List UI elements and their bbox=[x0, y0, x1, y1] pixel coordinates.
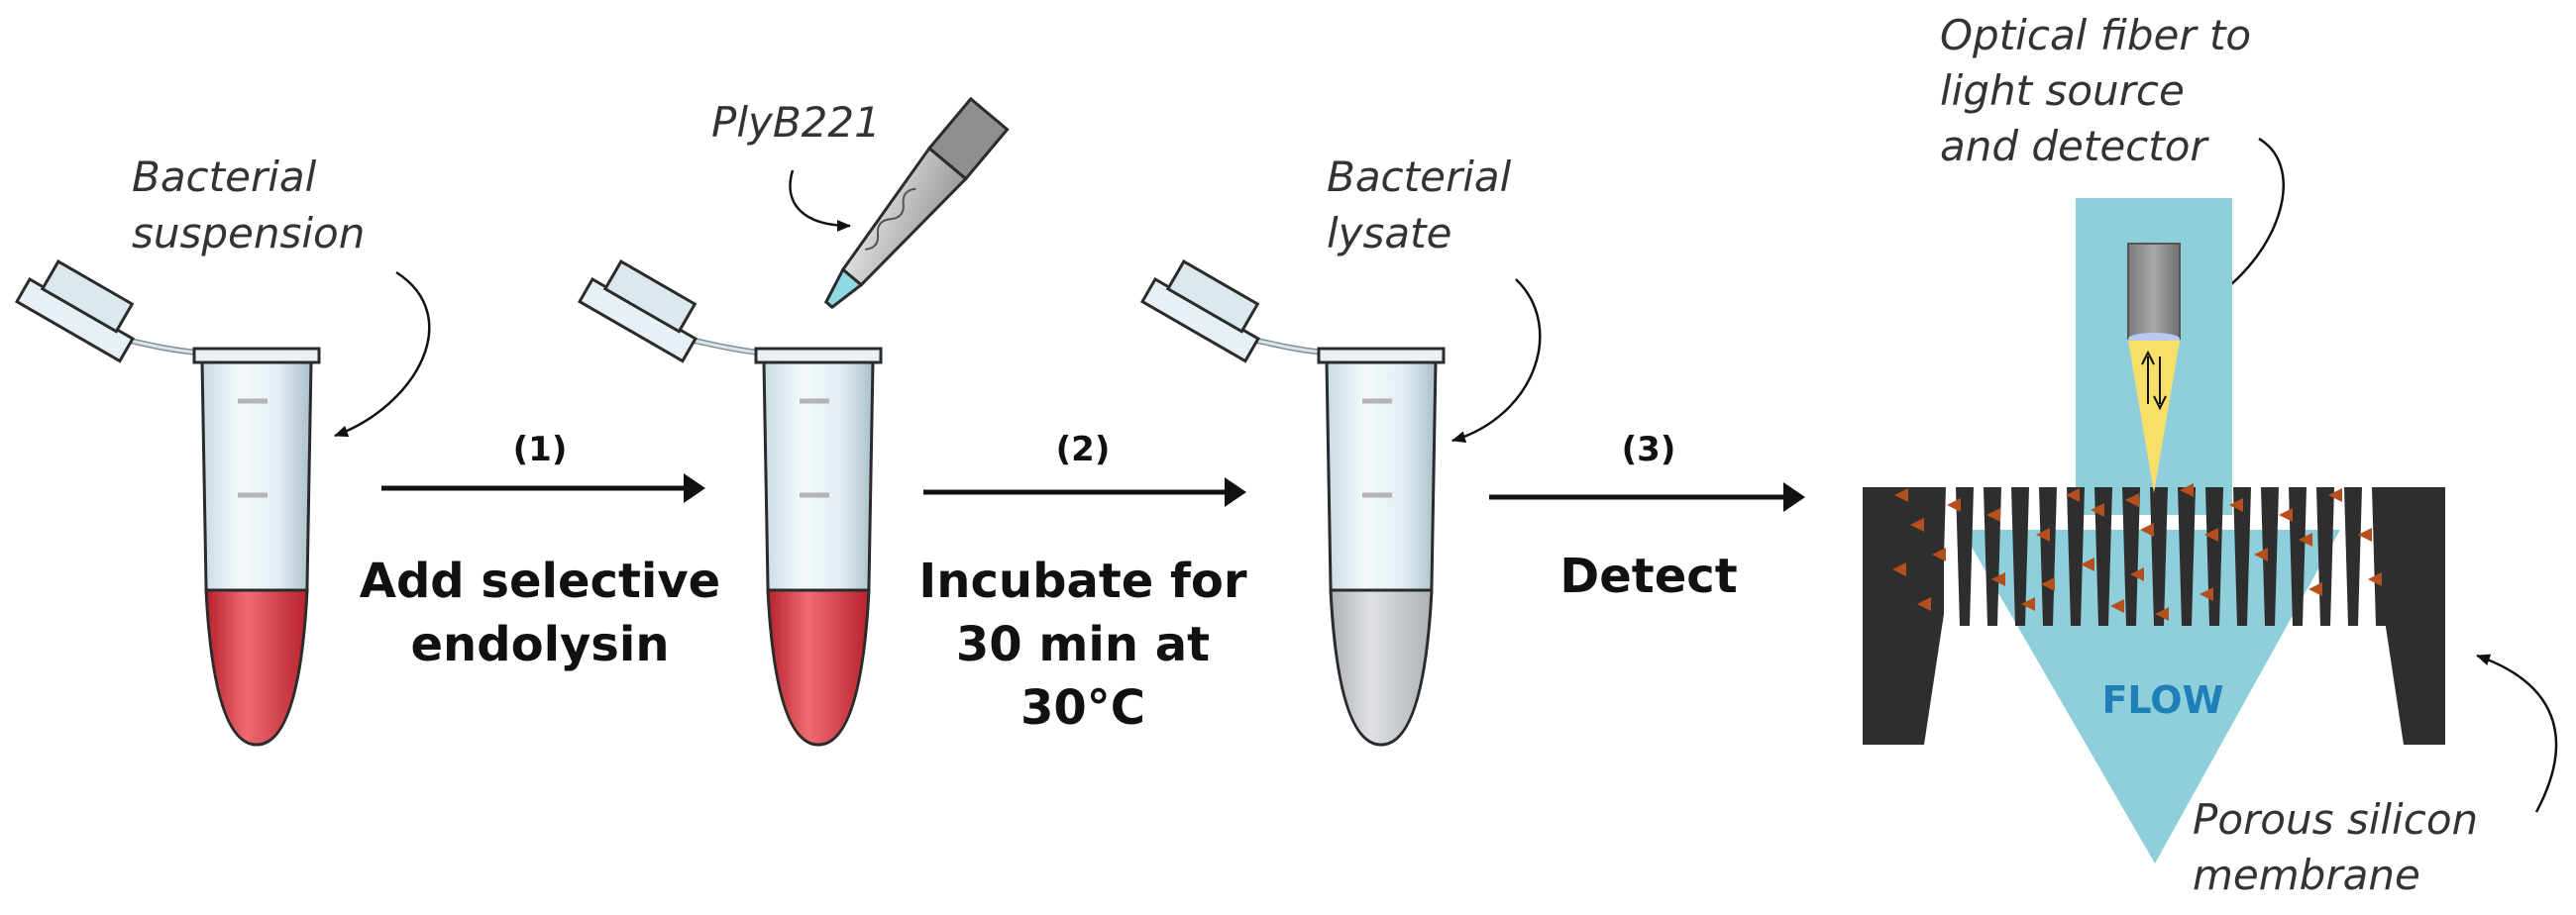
analyte-particle bbox=[2041, 577, 2055, 591]
analyte-particle bbox=[1986, 508, 2000, 522]
membrane-pillar bbox=[2344, 487, 2362, 626]
step-1-number: (1) bbox=[513, 430, 568, 469]
analyte-particle bbox=[2229, 498, 2243, 512]
tube-2-cap bbox=[577, 258, 760, 363]
membrane-pillar bbox=[2261, 487, 2279, 626]
analyte-particle bbox=[1894, 488, 1908, 502]
tube-2-rim bbox=[754, 347, 883, 364]
step-1-arrowhead bbox=[684, 473, 705, 503]
analyte-particle bbox=[2081, 558, 2094, 571]
membrane-pillar bbox=[2427, 487, 2445, 626]
step-3-number: (3) bbox=[1622, 430, 1676, 469]
plyb221-pointer bbox=[789, 169, 851, 232]
step-2-arrowhead bbox=[1225, 477, 1246, 507]
membrane-pillar bbox=[2316, 487, 2334, 626]
step-2-number: (2) bbox=[1056, 430, 1111, 469]
membrane-pillar bbox=[2289, 487, 2307, 626]
analyte-particle bbox=[2328, 488, 2342, 502]
tube-1-rim bbox=[192, 347, 321, 364]
analyte-particle bbox=[2036, 528, 2050, 542]
membrane-pillar bbox=[2150, 487, 2168, 626]
step-1-action-line: Add selective bbox=[360, 554, 720, 609]
analyte-particle bbox=[1892, 562, 1906, 576]
porous-membrane-pointer bbox=[2476, 654, 2558, 813]
analyte-particle bbox=[2021, 597, 2035, 611]
optical-fiber-label: light source bbox=[1940, 66, 2185, 115]
step-2-action-line: 30 min at bbox=[956, 617, 1210, 672]
step-3-arrowhead bbox=[1783, 482, 1805, 512]
analyte-particle bbox=[2368, 572, 2382, 586]
bacterial-lysate-label: lysate bbox=[1327, 209, 1451, 257]
pipette-tip bbox=[823, 96, 1010, 310]
tube-1 bbox=[14, 258, 321, 747]
analyte-particle bbox=[2204, 528, 2218, 542]
analyte-particle bbox=[2180, 483, 2194, 497]
analyte-particle bbox=[2254, 548, 2268, 561]
porous-membrane-label: membrane bbox=[2193, 851, 2420, 899]
tube-1-cap bbox=[14, 258, 197, 363]
analyte-particle bbox=[1910, 518, 1924, 532]
bacterial-lysate-pointer bbox=[1451, 278, 1542, 444]
bacterial-suspension-label: suspension bbox=[132, 209, 365, 257]
analyte-particle bbox=[1917, 597, 1931, 611]
membrane-pillar bbox=[2233, 487, 2251, 626]
membrane-pillar bbox=[2067, 487, 2085, 626]
membrane-pillar bbox=[2122, 487, 2140, 626]
analyte-particle bbox=[2155, 607, 2169, 621]
membrane-pillar bbox=[2178, 487, 2196, 626]
analyte-particle bbox=[2358, 528, 2372, 542]
analyte-particle bbox=[2200, 587, 2213, 601]
analyte-particle bbox=[2308, 582, 2322, 596]
analyte-particle bbox=[2066, 488, 2080, 502]
membrane-pillar bbox=[2094, 487, 2112, 626]
membrane-pillar bbox=[1984, 487, 2001, 626]
analyte-particle bbox=[1947, 498, 1961, 512]
flow-label: FLOW bbox=[2101, 678, 2223, 722]
step-2-action-line: 30°C bbox=[1020, 680, 1145, 736]
light-cone bbox=[2128, 341, 2180, 493]
analyte-particle bbox=[2110, 599, 2124, 613]
optical-fiber-label: and detector bbox=[1940, 122, 2209, 170]
membrane-pillar bbox=[1956, 487, 1974, 626]
membrane-pillar bbox=[2011, 487, 2029, 626]
particles bbox=[1892, 483, 2382, 621]
analyte-particle bbox=[1932, 548, 1946, 561]
detection-setup: FLOW bbox=[1863, 198, 2445, 864]
membrane-pillar bbox=[2372, 487, 2390, 626]
membrane-pillar bbox=[1873, 487, 1890, 626]
plyb221-label: PlyB221 bbox=[711, 98, 881, 147]
tube-2-liquid bbox=[766, 588, 871, 747]
step-1-action-line: endolysin bbox=[411, 617, 670, 672]
membrane-pillar bbox=[1900, 487, 1918, 626]
analyte-particle bbox=[2130, 567, 2144, 581]
tube-1-liquid bbox=[204, 588, 309, 747]
analyte-particle bbox=[2140, 523, 2154, 537]
optical-fiber bbox=[2127, 243, 2181, 340]
bacterial-suspension-pointer bbox=[334, 270, 431, 438]
step-3-action-line: Detect bbox=[1559, 549, 1737, 604]
bacterial-suspension-label: Bacterial bbox=[132, 152, 317, 201]
analyte-particle bbox=[2279, 508, 2293, 522]
step-2-action-line: Incubate for bbox=[918, 554, 1246, 609]
analyte-particle bbox=[2091, 503, 2104, 517]
membrane-pillar bbox=[2039, 487, 2057, 626]
analyte-particle bbox=[1991, 572, 2005, 586]
tube-3-liquid bbox=[1329, 588, 1434, 747]
bacterial-lysate-label: Bacterial bbox=[1327, 152, 1512, 201]
tube-2 bbox=[577, 258, 883, 747]
tube-3-rim bbox=[1317, 347, 1446, 364]
membrane bbox=[1863, 487, 2445, 745]
porous-membrane-label: Porous silicon bbox=[2193, 795, 2478, 844]
tube-3-cap bbox=[1139, 258, 1325, 363]
tube-3 bbox=[1139, 258, 1446, 747]
analyte-particle bbox=[2125, 493, 2139, 507]
optical-fiber-label: Optical fiber to bbox=[1940, 11, 2251, 59]
analyte-particle bbox=[2299, 533, 2312, 547]
membrane-pillar bbox=[2400, 487, 2417, 626]
